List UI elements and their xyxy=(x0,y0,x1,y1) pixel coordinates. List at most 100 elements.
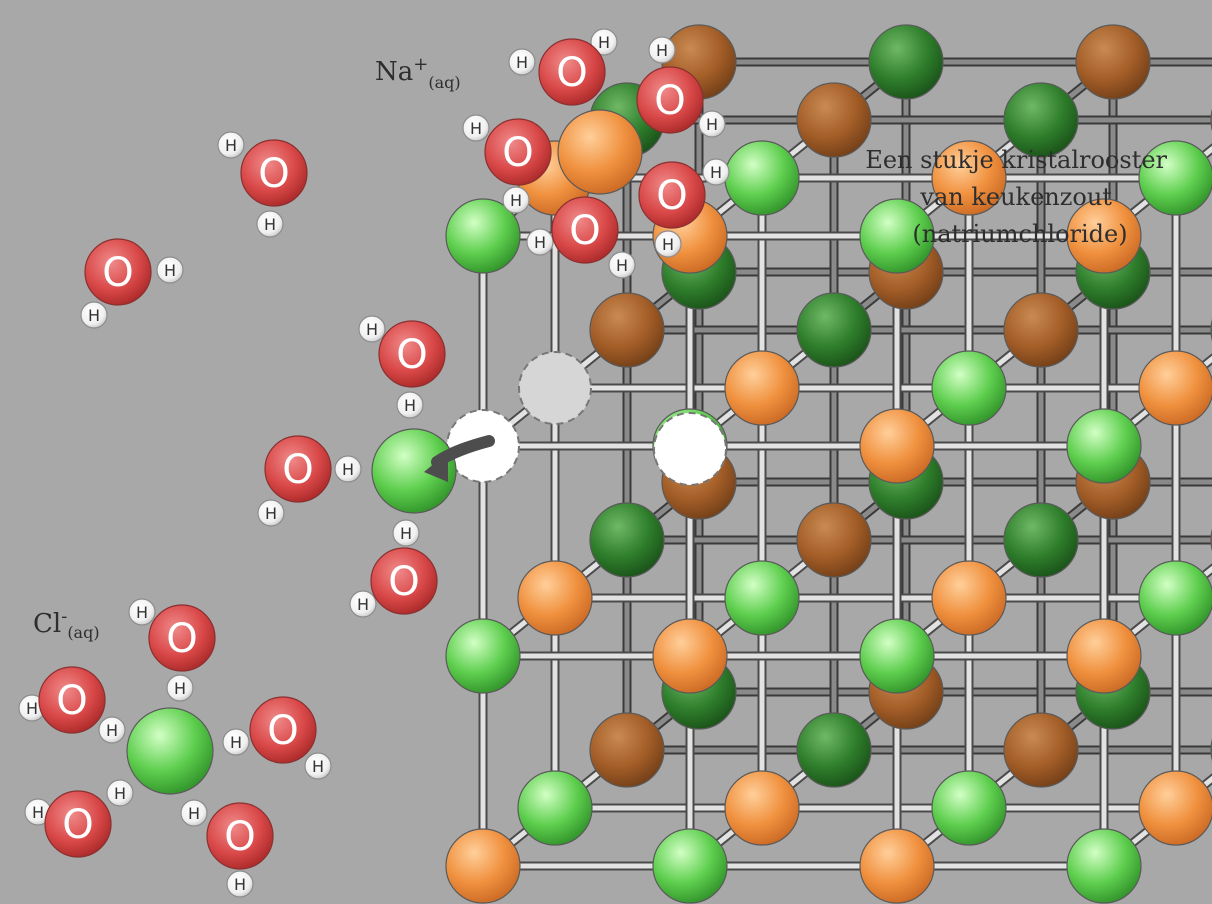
hydrogen-atom: H xyxy=(654,230,682,258)
hydrogen-symbol: H xyxy=(225,136,237,155)
sodium-ion xyxy=(1075,24,1151,100)
chloride-ion xyxy=(724,560,800,636)
hydrogen-atom: H xyxy=(180,799,208,827)
hydrogen-symbol: H xyxy=(662,235,674,254)
oxygen-atom xyxy=(551,196,619,264)
hydrogen-symbol: H xyxy=(312,757,324,776)
hydrogen-atom: H xyxy=(508,48,536,76)
cl-ion-label: Cl-(aq) xyxy=(33,606,100,642)
oxygen-atom xyxy=(370,547,438,615)
water-molecule: HHO xyxy=(128,598,216,702)
water-molecule: HHO xyxy=(80,238,184,329)
hydrogen-symbol: H xyxy=(106,721,118,740)
crystal-caption-line-1: Een stukje kristalrooster xyxy=(865,146,1167,174)
hydrogen-symbol: H xyxy=(656,41,668,60)
oxygen-symbol: O xyxy=(569,208,600,254)
hydrogen-symbol: H xyxy=(400,524,412,543)
cl-ion-charge: - xyxy=(61,606,67,627)
hydrogen-symbol: H xyxy=(470,119,482,138)
sodium-ion xyxy=(1066,198,1142,274)
hydrogen-atom: H xyxy=(222,728,250,756)
na-ion-state: (aq) xyxy=(428,73,460,92)
hydrogen-atom: H xyxy=(349,590,377,618)
sodium-ion xyxy=(1138,350,1212,426)
hydrogen-atom: H xyxy=(502,186,530,214)
hydrogen-atom: H xyxy=(358,315,386,343)
oxygen-symbol: O xyxy=(388,559,419,605)
hydrated-chloride-ion xyxy=(126,707,214,795)
oxygen-atom xyxy=(206,802,274,870)
chloride-ion xyxy=(931,350,1007,426)
hydrogen-symbol: H xyxy=(616,256,628,275)
chloride-ion xyxy=(859,198,935,274)
hydrogen-symbol: H xyxy=(342,460,354,479)
sodium-ion xyxy=(724,770,800,846)
oxygen-atom xyxy=(636,66,704,134)
water-molecule: HHO xyxy=(462,114,552,214)
oxygen-atom xyxy=(264,435,332,503)
oxygen-atom xyxy=(484,118,552,186)
hydrogen-atom: H xyxy=(98,716,126,744)
crystal-caption: Een stukje kristalrooster van keukenzout… xyxy=(865,146,1174,248)
chloride-ion xyxy=(445,198,521,274)
hydrogen-atom: H xyxy=(526,228,554,256)
hydrogen-atom: H xyxy=(156,256,184,284)
hydrogen-symbol: H xyxy=(265,504,277,523)
chloride-ion xyxy=(1003,82,1079,158)
sodium-ion xyxy=(1066,618,1142,694)
hydrogen-symbol: H xyxy=(230,733,242,752)
sodium-ion xyxy=(589,712,665,788)
hydrogen-atom: H xyxy=(396,391,424,419)
chloride-ion xyxy=(1066,408,1142,484)
hydrogen-symbol: H xyxy=(598,33,610,52)
vacant-lattice-site xyxy=(653,412,727,486)
oxygen-atom xyxy=(638,161,706,229)
hydrogen-atom: H xyxy=(80,301,108,329)
sodium-ion xyxy=(1003,712,1079,788)
oxygen-symbol: O xyxy=(267,708,298,754)
hydrogen-symbol: H xyxy=(114,784,126,803)
hydrogen-symbol: H xyxy=(366,320,378,339)
oxygen-atom xyxy=(38,666,106,734)
oxygen-symbol: O xyxy=(166,616,197,662)
na-ion-symbol: Na xyxy=(375,57,413,87)
oxygen-atom xyxy=(538,38,606,106)
hydrogen-symbol: H xyxy=(264,215,276,234)
hydrogen-atom: H xyxy=(166,674,194,702)
hydrogen-symbol: H xyxy=(164,261,176,280)
hydrogen-atom: H xyxy=(590,28,618,56)
hydrogen-symbol: H xyxy=(510,191,522,210)
chloride-ion xyxy=(931,770,1007,846)
hydrogen-atom: H xyxy=(392,519,420,547)
leaving-chloride-ion xyxy=(371,428,457,514)
chloride-ion xyxy=(517,770,593,846)
sodium-ion xyxy=(724,350,800,426)
hydrogen-symbol: H xyxy=(234,875,246,894)
hydrogen-atom: H xyxy=(304,752,332,780)
hydrogen-symbol: H xyxy=(516,53,528,72)
crystal-caption-line-3: (natriumchloride) xyxy=(912,220,1127,248)
sodium-ion xyxy=(796,502,872,578)
oxygen-symbol: O xyxy=(502,130,533,176)
oxygen-atom xyxy=(148,604,216,672)
oxygen-symbol: O xyxy=(282,447,313,493)
hydrogen-atom: H xyxy=(226,870,254,898)
oxygen-atom xyxy=(378,320,446,388)
chloride-ion xyxy=(868,24,944,100)
chloride-ion xyxy=(445,618,521,694)
cl-ion-symbol: Cl xyxy=(33,609,61,639)
hydrogen-symbol: H xyxy=(174,679,186,698)
oxygen-symbol: O xyxy=(224,814,255,860)
water-molecule: HHO xyxy=(257,435,362,527)
hydrogen-atom: H xyxy=(462,114,490,142)
chloride-ion xyxy=(796,292,872,368)
chloride-ion xyxy=(589,502,665,578)
chloride-ion xyxy=(652,828,728,904)
chloride-ion xyxy=(1003,502,1079,578)
hydrogen-symbol: H xyxy=(710,163,722,182)
chloride-ion xyxy=(1138,140,1212,216)
hydrogen-atom: H xyxy=(702,158,730,186)
hydrogen-atom: H xyxy=(334,455,362,483)
water-molecule: HHO xyxy=(638,158,730,258)
